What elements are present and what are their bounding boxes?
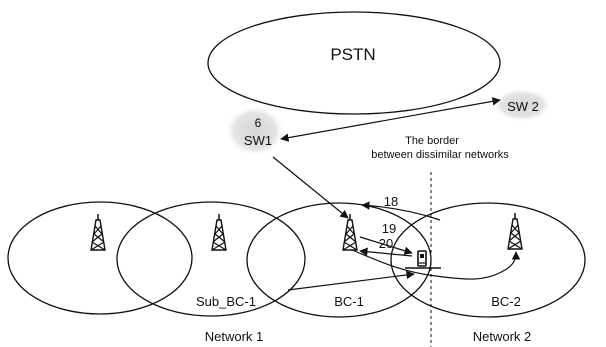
handoff-path-curve: [351, 249, 521, 280]
sw2-shade: [492, 88, 552, 122]
message-19-label: 19: [382, 221, 396, 236]
message-18-arrow: [361, 201, 441, 221]
bc2-label: BC-2: [491, 294, 521, 309]
message-20-label: 20: [379, 236, 393, 251]
sw1-number: 6: [255, 116, 262, 130]
cell-bc2-ellipse: [390, 202, 586, 318]
sw2-label: SW 2: [507, 99, 539, 114]
tower-left-icon: [90, 213, 106, 251]
tower-bc2-icon: [507, 212, 523, 250]
sw1-sw2-link: [280, 97, 501, 142]
border-label-line1: The border: [405, 135, 459, 147]
message-18-label: 18: [384, 194, 398, 209]
sub-bc1-label: Sub_BC-1: [196, 294, 256, 309]
cell-left-ellipse: [7, 201, 193, 315]
sw1-label: SW1: [244, 133, 272, 148]
tower-sub-bc1-icon: [211, 213, 227, 251]
network-2-label: Network 2: [473, 329, 532, 344]
sw1-shade: [225, 105, 285, 157]
cell-sub-bc1-ellipse: [116, 201, 306, 317]
network-1-label: Network 1: [205, 329, 264, 344]
message-19-arrow: [359, 236, 413, 255]
tower-bc1-icon: [342, 213, 358, 251]
mobile-movement-arrow: [287, 270, 415, 291]
cell-bc1-ellipse: [246, 202, 432, 318]
border-label-line2: between dissimilar networks: [371, 149, 509, 161]
message-20-arrow: [359, 247, 413, 257]
bc1-label: BC-1: [334, 294, 364, 309]
pstn-label: PSTN: [330, 45, 375, 64]
mobile-phone-icon: [417, 250, 427, 267]
sw1-to-bc1-link: [272, 156, 349, 219]
